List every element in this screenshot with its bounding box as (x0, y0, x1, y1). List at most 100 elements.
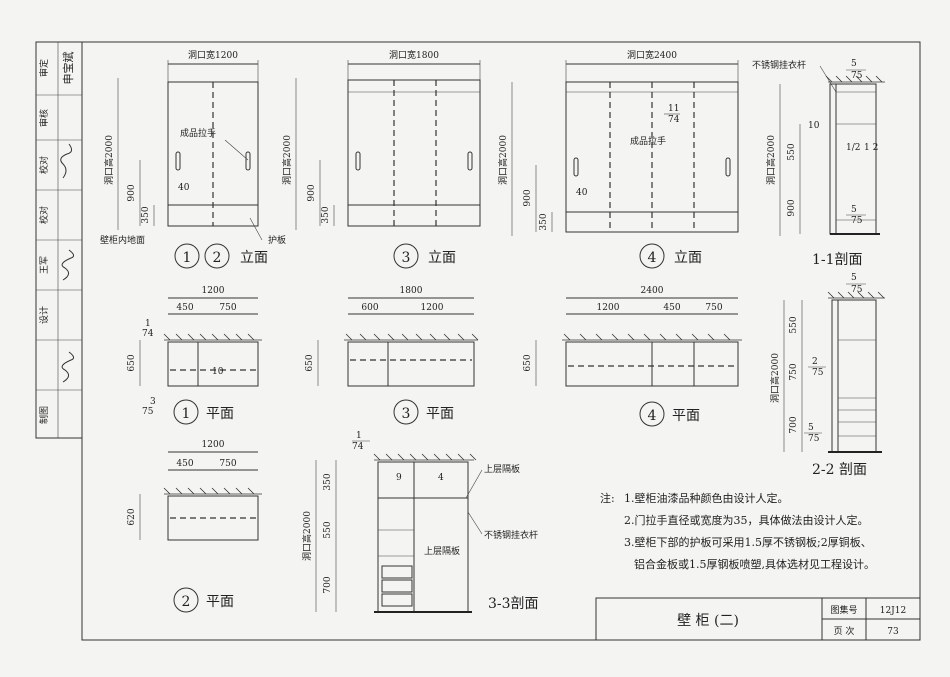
e3-dim-350: 350 (321, 206, 331, 223)
p1-ref-1: 1 (145, 319, 151, 329)
s11-height-label: 洞口高2000 (765, 135, 777, 185)
s33-dim-550: 550 (323, 521, 333, 538)
e1-title-num2: 2 (213, 250, 222, 266)
p2-title-num: 2 (182, 594, 191, 610)
p1-dim-a: 450 (176, 303, 193, 313)
p3-title-text: 平面 (426, 406, 454, 422)
atlas-value: 12J12 (880, 606, 907, 616)
p2-title-text: 平面 (206, 594, 234, 610)
p4-title-text: 平面 (672, 408, 700, 424)
p2-title-circle (173, 587, 199, 613)
title-block-title: 壁 柜 (二) (677, 613, 739, 629)
s22-dim-550: 550 (789, 316, 799, 333)
s11-ref-75: 75 (851, 71, 863, 81)
e4-title-num: 4 (648, 250, 657, 266)
p4-dim-c: 750 (705, 303, 722, 313)
sidebar-role-6: 制图 (38, 406, 50, 424)
p3-title-circle (393, 399, 419, 425)
p1-total: 1200 (202, 286, 225, 296)
s22-height-label: 洞口高2000 (769, 353, 781, 403)
s11-title: 1-1剖面 (812, 252, 863, 268)
s22-ref-5: 5 (851, 273, 857, 283)
e4-dim-350: 350 (539, 213, 549, 230)
p2-total: 1200 (202, 440, 225, 450)
e4-dim-40: 40 (576, 188, 588, 198)
e1-dim-900: 900 (127, 184, 137, 201)
e1-title-num1: 1 (183, 250, 192, 266)
s22-ref-75: 75 (851, 285, 863, 295)
signature-scribble-3 (61, 351, 75, 383)
title-block: 壁 柜 (二) 图集号 12J12 页 次 73 (595, 597, 921, 641)
elevation-3: 洞口宽1800 洞口高2000 900 350 3 立面 (281, 49, 481, 269)
section-1-1: 不锈钢挂衣杆 5 75 10 1/2 1 2 洞口高2000 550 900 5… (752, 59, 885, 268)
s33-dim-350: 350 (323, 473, 333, 490)
p1-ref-10: 10 (212, 367, 224, 377)
page-label: 页 次 (834, 625, 855, 637)
p1-ref-3: 3 (150, 397, 156, 407)
s22-ref-2: 2 (812, 357, 818, 367)
p3-dim-b: 1200 (421, 303, 444, 313)
p1-ref-74: 74 (142, 329, 154, 339)
p4-depth: 650 (523, 354, 533, 371)
sidebar-role-0: 审定 (38, 59, 50, 77)
plan-1: 1200 450 750 650 1 74 3 75 10 1 平面 (127, 286, 262, 425)
e1-guard-label: 护板 (268, 234, 286, 246)
e4-ref-bot: 74 (668, 115, 680, 125)
p3-dim-a: 600 (361, 303, 378, 313)
s33-title: 3-3剖面 (488, 596, 539, 612)
s33-dim-700: 700 (323, 576, 333, 593)
p3-title-num: 3 (402, 406, 411, 422)
s11-dim-550: 550 (787, 143, 797, 160)
sidebar-role-4: 王军 (39, 256, 50, 274)
s33-ref-1: 1 (356, 431, 362, 441)
elevation-1-2: 洞口宽1200 洞口高2000 900 350 40 成品拉手 壁柜内地面 护板… (100, 49, 286, 269)
sidebar-role-1: 审核 (38, 109, 50, 127)
e1-handle-label: 成品拉手 (180, 127, 216, 139)
e3-title-text: 立面 (428, 250, 456, 266)
e3-width-label: 洞口宽1800 (389, 49, 439, 61)
s11-ref-5: 5 (851, 59, 857, 69)
p1-title-num: 1 (182, 406, 191, 422)
e3-dim-900: 900 (307, 184, 317, 201)
s22-dim-750: 750 (789, 363, 799, 380)
sidebar-role-3: 校对 (38, 206, 50, 224)
s33-ref-9: 9 (396, 473, 402, 483)
s11-ref-10: 10 (808, 121, 820, 131)
signature-scribble-2 (61, 249, 75, 281)
s11-ref-75b: 75 (851, 216, 863, 226)
p4-title-num: 4 (648, 408, 657, 424)
note-1: 1.壁柜油漆品种颜色由设计人定。 (624, 491, 789, 505)
atlas-label: 图集号 (830, 604, 857, 616)
e1-title-text: 立面 (240, 250, 268, 266)
s22-ref-75c: 75 (808, 434, 820, 444)
e1-dim-40: 40 (178, 183, 190, 193)
s22-ref-75b: 75 (812, 368, 824, 378)
s11-dim-900: 900 (787, 199, 797, 216)
e1-floor-label: 壁柜内地面 (100, 234, 145, 246)
p2-dim-b: 750 (219, 459, 236, 469)
note-4: 铝合金板或1.5厚钢板喷塑,具体选材见工程设计。 (634, 557, 875, 571)
e3-height-label: 洞口高2000 (281, 135, 293, 185)
sidebar-signature-0: 申宝斌 (61, 52, 75, 85)
e1-dim-350: 350 (141, 206, 151, 223)
p2-dim-a: 450 (176, 459, 193, 469)
section-3-3: 1 74 9 4 上层隔板 不锈钢挂衣杆 上层隔板 洞口高2000 350 55… (301, 431, 539, 613)
plan-3: 1800 600 1200 650 3 平面 (305, 286, 479, 425)
p2-depth: 620 (127, 508, 137, 525)
signature-scribble-1 (60, 143, 73, 179)
elevation-4: 洞口宽2400 11 74 洞口高2000 900 350 40 成品拉手 4 … (497, 49, 739, 269)
signature-sidebar: 审定 申宝斌 审核 校对 校对 王军 设计 制图 (35, 41, 83, 439)
e4-width-label: 洞口宽2400 (627, 49, 677, 61)
s11-ref-half: 1/2 (846, 143, 860, 153)
p1-ref-75: 75 (142, 407, 154, 417)
s22-dim-700: 700 (789, 416, 799, 433)
page-value: 73 (887, 627, 899, 637)
p1-dim-b: 750 (219, 303, 236, 313)
s33-ref-4: 4 (438, 473, 444, 483)
p1-title-text: 平面 (206, 406, 234, 422)
sidebar-role-2: 校对 (38, 156, 50, 174)
notes-block: 注: 1.壁柜油漆品种颜色由设计人定。 2.门拉手直径或宽度为35，具体做法由设… (600, 491, 875, 571)
p1-depth: 650 (127, 354, 137, 371)
